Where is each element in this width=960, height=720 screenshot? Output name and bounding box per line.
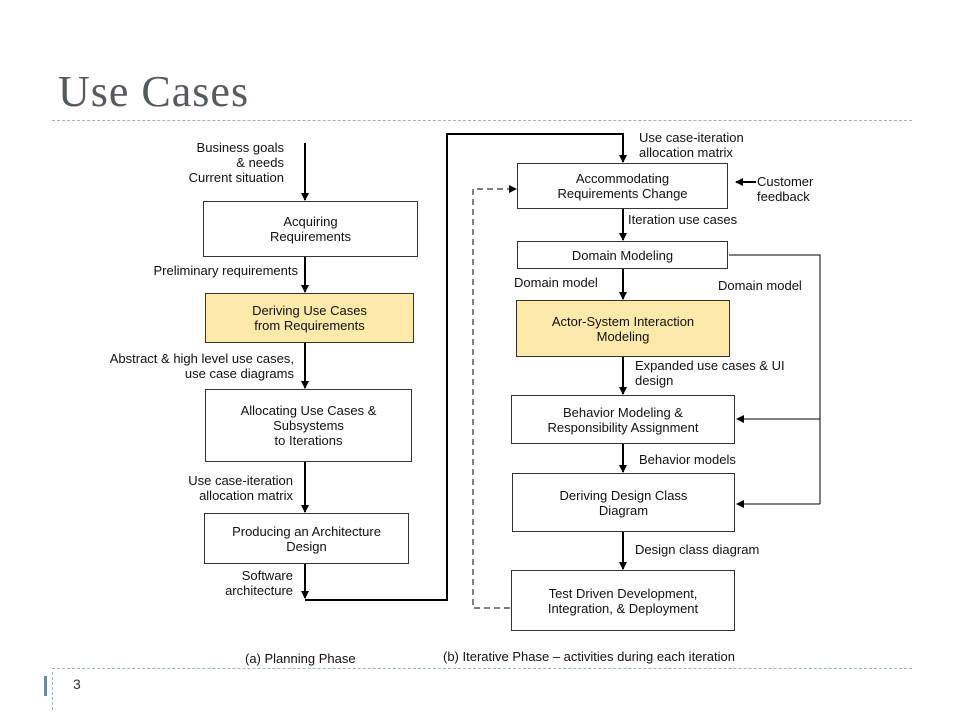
loop-iteration-dashed: [472, 185, 517, 609]
label-iteration-use-cases: Iteration use cases: [628, 212, 738, 227]
producing-architecture-box: Producing an Architecture Design: [204, 513, 409, 564]
caption-iterative-phase: (b) Iterative Phase – activities during …: [443, 649, 735, 664]
test-driven-development-box: Test Driven Development, Integration, & …: [511, 570, 735, 631]
loop-domain-model-right: [729, 254, 821, 504]
label-behavior-models: Behavior models: [639, 452, 736, 467]
caption-planning-phase: (a) Planning Phase: [245, 651, 356, 666]
connector-planning-to-iterative: [305, 133, 627, 601]
label-software-architecture: Software architecture: [225, 568, 293, 598]
label-expanded-use-cases: Expanded use cases & UI design: [635, 358, 785, 388]
deriving-use-cases-box: Deriving Use Cases from Requirements: [205, 293, 414, 343]
footer-accent-bar: [44, 676, 47, 696]
title-divider: [52, 120, 912, 121]
label-abstract-use-cases: Abstract & high level use cases, use cas…: [109, 351, 294, 381]
deriving-design-class-box: Deriving Design Class Diagram: [512, 473, 735, 532]
label-preliminary-requirements: Preliminary requirements: [153, 263, 299, 278]
domain-modeling-box: Domain Modeling: [517, 241, 728, 269]
footer-vertical-divider: [52, 672, 53, 710]
label-domain-model-right: Domain model: [718, 278, 802, 293]
label-domain-model-left: Domain model: [514, 275, 598, 290]
label-customer-feedback: Customer feedback: [757, 174, 814, 204]
slide-title: Use Cases: [58, 67, 250, 116]
label-use-case-iteration-matrix-planning: Use case-iteration allocation matrix: [188, 473, 293, 503]
label-design-class-diagram: Design class diagram: [635, 542, 760, 557]
acquiring-requirements-box: Acquiring Requirements: [203, 201, 418, 257]
page-number: 3: [73, 676, 81, 692]
allocating-use-cases-box: Allocating Use Cases & Subsystems to Ite…: [205, 389, 412, 462]
actor-system-interaction-box: Actor-System Interaction Modeling: [516, 300, 730, 357]
behavior-modeling-box: Behavior Modeling & Responsibility Assig…: [511, 395, 735, 444]
footer-divider: [52, 668, 912, 669]
label-business-goals: Business goals & needs Current situation: [188, 140, 284, 185]
label-use-case-iteration-matrix-iterative: Use case-iteration allocation matrix: [639, 130, 744, 160]
accommodating-requirements-box: Accommodating Requirements Change: [517, 163, 728, 209]
